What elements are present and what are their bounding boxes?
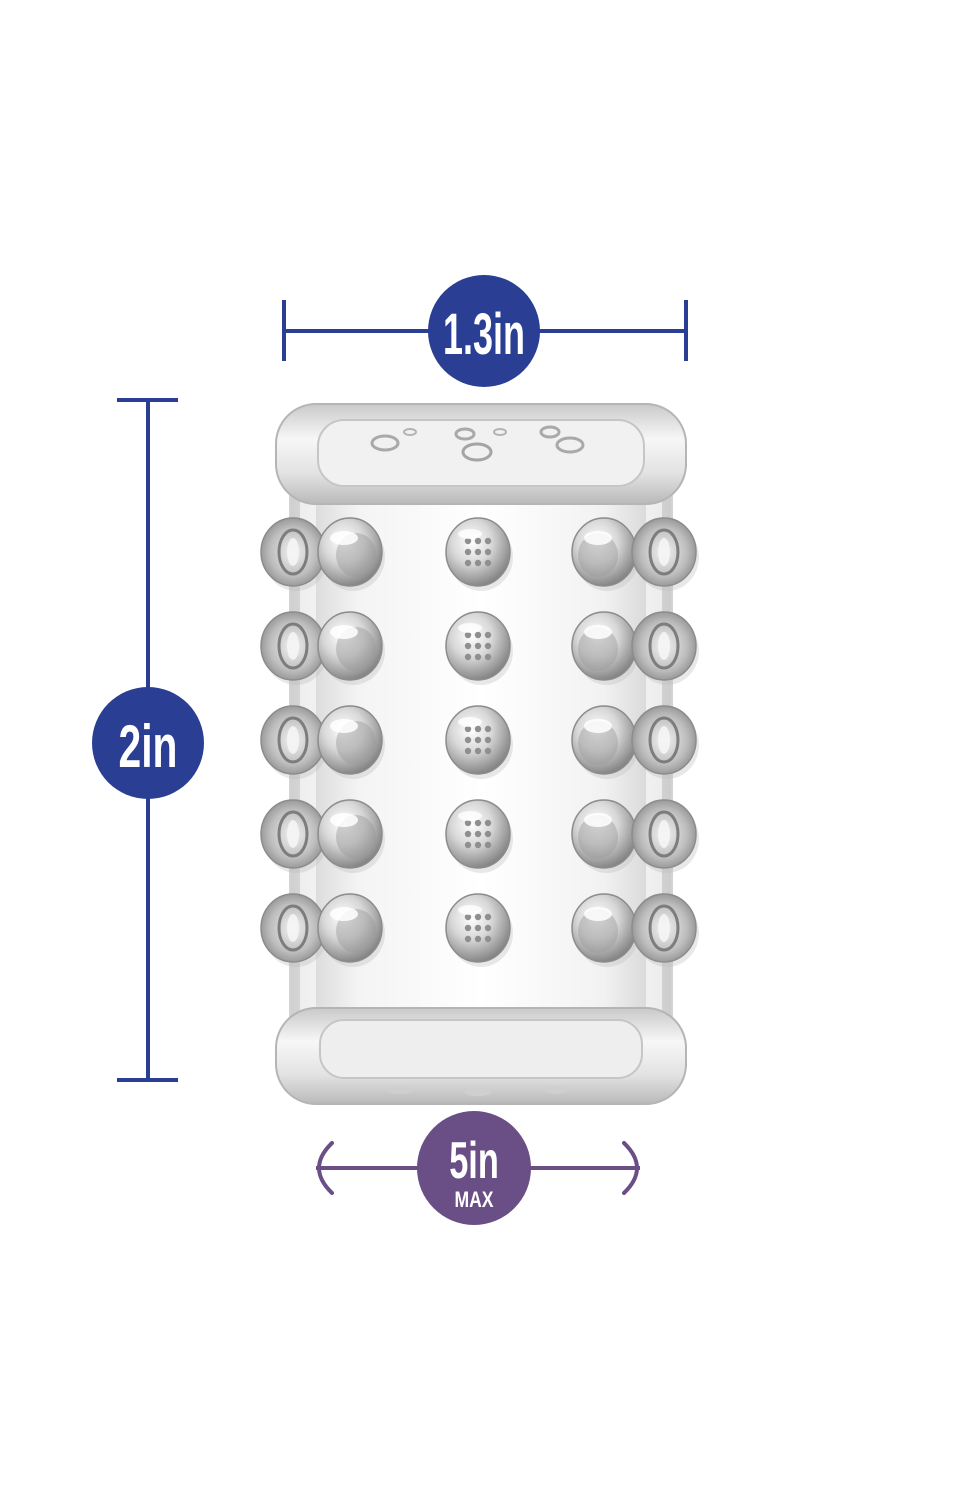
- sleeve-top-rim: [275, 403, 687, 505]
- sleeve-nub: [260, 893, 328, 967]
- sleeve-nub: [445, 517, 513, 591]
- height-badge: [92, 687, 204, 799]
- sleeve-nub: [317, 517, 385, 591]
- stretch-label: 5in: [449, 1132, 499, 1190]
- sleeve-nub: [631, 611, 699, 685]
- stretch-badge: [417, 1111, 531, 1225]
- sleeve-nubs: [260, 517, 699, 967]
- sleeve-nub: [571, 893, 639, 967]
- sleeve-nub: [445, 611, 513, 685]
- sleeve-nub: [445, 705, 513, 779]
- sleeve-nub: [571, 705, 639, 779]
- product-sleeve: [260, 403, 699, 1105]
- sleeve-nub: [317, 893, 385, 967]
- stretch-sub-label: MAX: [454, 1188, 494, 1212]
- sleeve-nub: [260, 799, 328, 873]
- sleeve-nub: [317, 611, 385, 685]
- sleeve-nub: [317, 705, 385, 779]
- sleeve-nub: [260, 705, 328, 779]
- height-label: 2in: [119, 713, 178, 780]
- sleeve-nub: [631, 705, 699, 779]
- sleeve-nub: [571, 611, 639, 685]
- width-label: 1.3in: [443, 302, 525, 367]
- sleeve-nub: [631, 893, 699, 967]
- height-dimension: 2in: [92, 398, 204, 1082]
- sleeve-bottom-rim: [275, 1007, 687, 1105]
- stretch-dimension: 5in MAX: [316, 1111, 640, 1225]
- sleeve-nub: [631, 799, 699, 873]
- sleeve-nub: [260, 611, 328, 685]
- sleeve-nub: [260, 517, 328, 591]
- sleeve-nub: [445, 893, 513, 967]
- width-dimension: 1.3in: [282, 275, 688, 387]
- sleeve-nub: [631, 517, 699, 591]
- sleeve-nub: [571, 517, 639, 591]
- width-badge: [428, 275, 540, 387]
- sleeve-nub: [445, 799, 513, 873]
- sleeve-nub: [317, 799, 385, 873]
